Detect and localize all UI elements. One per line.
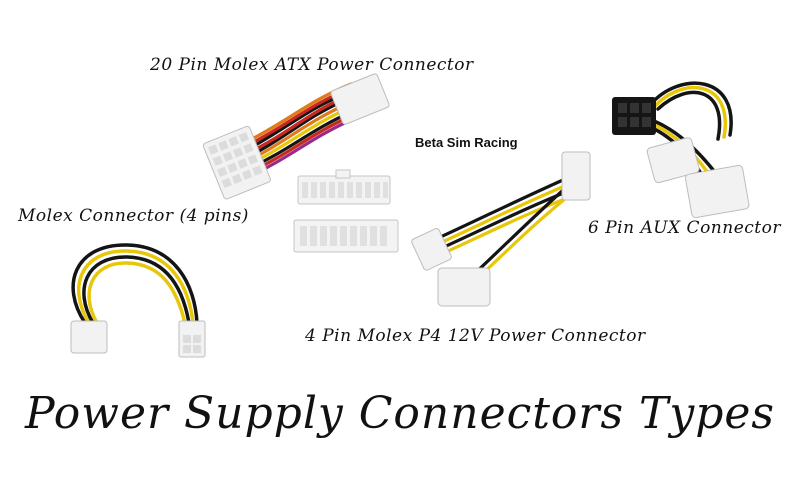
brand-label: Beta Sim Racing: [415, 135, 518, 150]
p4-splitter-image: [411, 151, 591, 307]
p4-connector-label: 4 Pin Molex P4 12V Power Connector: [305, 326, 646, 346]
page-title: Power Supply Connectors Types: [24, 388, 776, 439]
atx-cable-image: [202, 73, 390, 200]
atx-plugs-image: [293, 169, 399, 253]
aux-6pin-image: [612, 81, 750, 219]
molex-4pin-label: Molex Connector (4 pins): [18, 206, 249, 226]
aux-6pin-label: 6 Pin AUX Connector: [588, 218, 781, 238]
atx-connector-label: 20 Pin Molex ATX Power Connector: [150, 55, 474, 75]
molex-4pin-image: [70, 243, 206, 358]
